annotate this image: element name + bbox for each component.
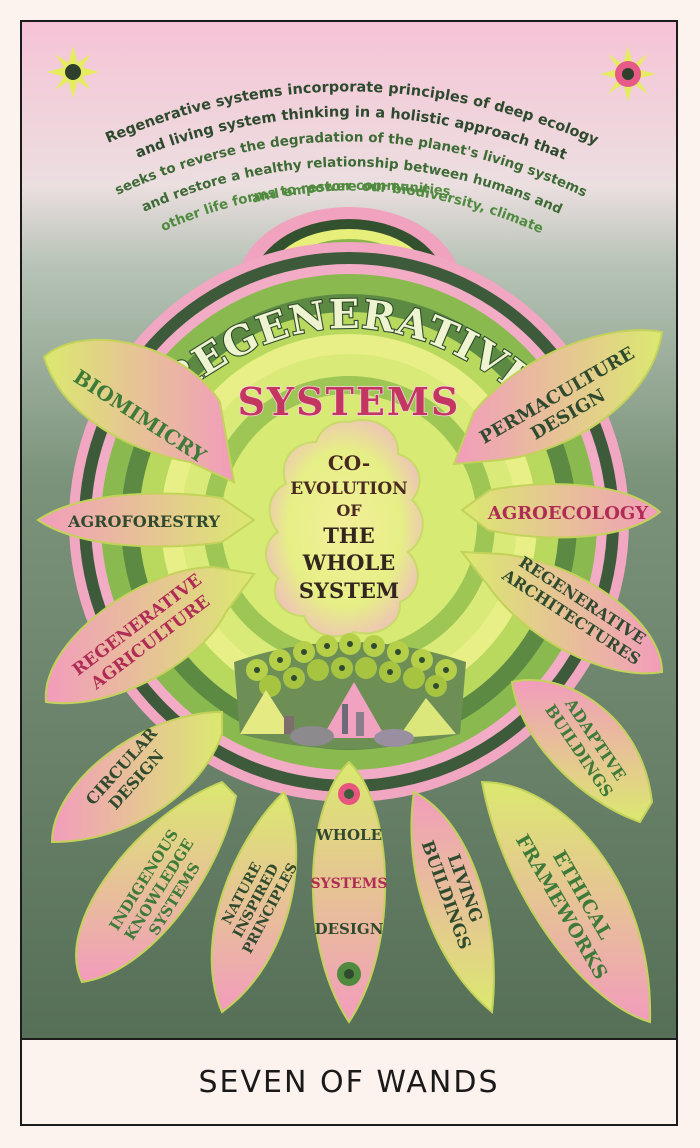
card-illustration: Regenerative systems incorporate princip… bbox=[22, 22, 676, 1040]
label-agroforestry: AGROFORESTRY bbox=[67, 512, 220, 531]
leaf-agroecology: AGROECOLOGY bbox=[460, 483, 662, 539]
center-line-1: CO- bbox=[328, 451, 370, 475]
center-text: CO- EVOLUTION OF THE WHOLE SYSTEM bbox=[290, 451, 407, 603]
leaf-agroforestry: AGROFORESTRY bbox=[36, 492, 256, 548]
label-whole: WHOLE bbox=[315, 826, 382, 844]
hill-left bbox=[240, 690, 294, 734]
center-line-5: WHOLE bbox=[302, 550, 396, 575]
landscape-scene bbox=[234, 633, 466, 749]
card-caption-bar: SEVEN OF WANDS bbox=[22, 1040, 676, 1124]
leaf-adaptive-buildings: ADAPTIVE BUILDINGS bbox=[510, 679, 654, 824]
center-line-3: OF bbox=[336, 501, 362, 520]
label-systems-3: SYSTEMS bbox=[311, 876, 388, 892]
hill-center bbox=[322, 682, 386, 738]
center-line-2: EVOLUTION bbox=[290, 479, 407, 499]
card-name: SEVEN OF WANDS bbox=[198, 1064, 500, 1100]
tarot-card: Regenerative systems incorporate princip… bbox=[20, 20, 678, 1126]
sun-right-icon bbox=[600, 46, 656, 102]
title-systems: SYSTEMS bbox=[238, 379, 461, 424]
leaf-whole-systems-design: WHOLE SYSTEMS DESIGN bbox=[311, 760, 388, 1024]
flower-top-icon bbox=[338, 783, 360, 805]
flower-bottom-icon bbox=[337, 962, 361, 986]
leaf-nature-inspired-principles: NATURE INSPIRED PRINCIPLES bbox=[210, 790, 301, 1014]
label-design-3: DESIGN bbox=[315, 920, 384, 938]
center-line-4: THE bbox=[323, 523, 374, 548]
label-agroecology: AGROECOLOGY bbox=[487, 503, 649, 524]
tree-canopy bbox=[246, 633, 457, 697]
sun-left-icon bbox=[47, 46, 99, 98]
leaf-indigenous-knowledge-systems: INDIGENOUS KNOWLEDGE SYSTEMS bbox=[75, 780, 238, 984]
center-line-6: SYSTEM bbox=[299, 578, 399, 603]
